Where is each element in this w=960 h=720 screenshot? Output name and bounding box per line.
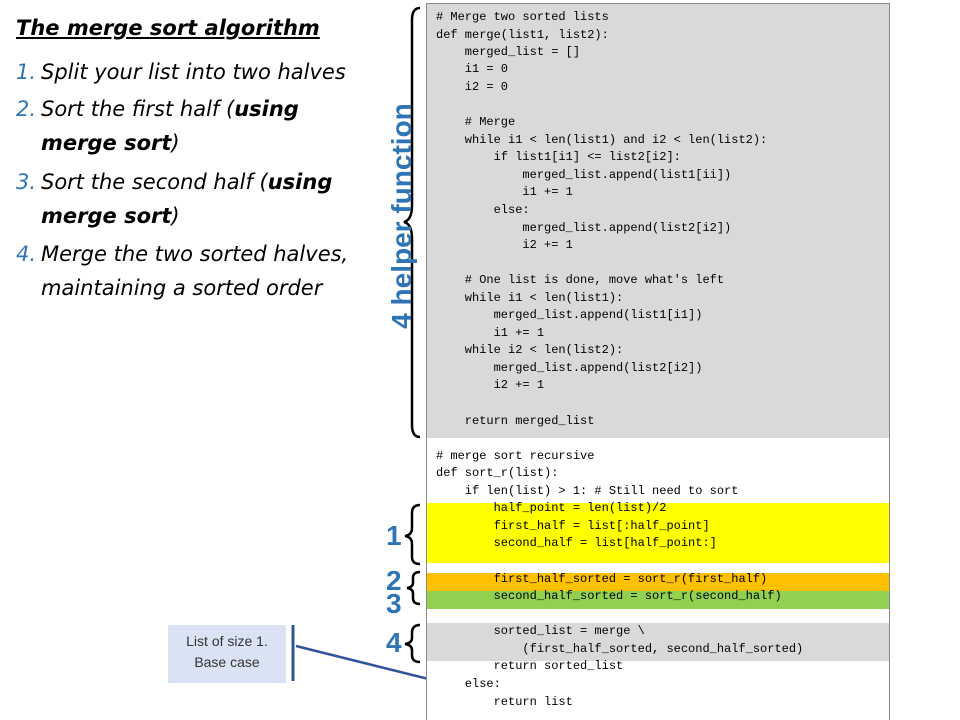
code-line: i1 = 0 (436, 62, 509, 76)
code-line: return list (436, 695, 573, 709)
code-line: while i2 < len(list2): (436, 343, 624, 357)
code-line: if list1[i1] <= list2[i2]: (436, 150, 681, 164)
code-line: while i1 < len(list1): (436, 291, 624, 305)
note-line: List of size 1. (186, 633, 268, 649)
step-text: Merge the two sorted halves, maintaining… (41, 237, 361, 305)
step-text-bold: using merge sort (41, 170, 333, 228)
step-text-part: Split your list into two halves (41, 60, 346, 84)
code-line: return merged_list (436, 414, 595, 428)
code-line: second_half = list[half_point:] (436, 536, 717, 550)
slide-title: The merge sort algorithm (16, 16, 320, 40)
code-line: def sort_r(list): (436, 466, 559, 480)
code-line: second_half_sorted = sort_r(second_half) (436, 589, 782, 603)
code-line: i2 += 1 (436, 238, 573, 252)
note-line: Base case (194, 654, 260, 670)
step-3: 3. Sort the second half (using merge sor… (16, 165, 361, 233)
step-text-part: ) (171, 131, 180, 155)
step-text-part: ) (171, 204, 180, 228)
step-number: 1. (16, 60, 37, 84)
helper-brace (403, 6, 421, 439)
base-case-note: List of size 1. Base case (168, 625, 286, 683)
step-number: 2. (16, 97, 37, 121)
code-line: def merge(list1, list2): (436, 28, 609, 42)
step-text: Sort the first half (using merge sort) (41, 92, 361, 160)
code-line: else: (436, 203, 530, 217)
code-line: i1 += 1 (436, 326, 545, 340)
brace-2 (406, 570, 421, 606)
code-line: half_point = len(list)/2 (436, 501, 667, 515)
helper-function-label: 4 helper function (386, 103, 417, 329)
step-text-part: Sort the first half ( (41, 97, 235, 121)
step-text: Sort the second half (using merge sort) (41, 165, 361, 233)
code-line: merged_list = [] (436, 45, 581, 59)
code-line: sorted_list = merge \ (436, 624, 645, 638)
step-text-bold: using merge sort (41, 97, 299, 155)
code-line: return sorted_list (436, 659, 624, 673)
code-line: else: (436, 677, 501, 691)
code-line: merged_list.append(list2[i2]) (436, 361, 703, 375)
marker-3: 3 (386, 588, 402, 619)
step-text-part: Sort the second half ( (41, 170, 268, 194)
code-line: if len(list) > 1: # Still need to sort (436, 484, 739, 498)
helper-code-bg (427, 4, 889, 438)
code-panel: # Merge two sorted lists def merge(list1,… (426, 3, 890, 720)
code-line: # Merge (436, 115, 516, 129)
code-line: # One list is done, move what's left (436, 273, 725, 287)
code-line: merged_list.append(list1[ii]) (436, 168, 732, 182)
step-4: 4. Merge the two sorted halves, maintain… (16, 237, 361, 305)
code-line: merged_list.append(list2[i2]) (436, 221, 732, 235)
step-2: 2. Sort the first half (using merge sort… (16, 92, 361, 160)
code-line: # Merge two sorted lists (436, 10, 609, 24)
step-text: Split your list into two halves (41, 55, 361, 89)
code-line: # merge sort recursive (436, 449, 595, 463)
step-number: 3. (16, 170, 37, 194)
code-line: merged_list.append(list1[i1]) (436, 308, 703, 322)
code-line: i1 += 1 (436, 185, 573, 199)
code-line: first_half_sorted = sort_r(first_half) (436, 572, 768, 586)
step-text-part: Merge the two sorted halves, maintaining… (41, 242, 349, 300)
merge-code-bg (427, 623, 889, 661)
second-half-code-bg (427, 591, 889, 609)
code-line: while i1 < len(list1) and i2 < len(list2… (436, 133, 768, 147)
marker-4: 4 (386, 627, 402, 658)
code-line: (first_half_sorted, second_half_sorted) (436, 642, 804, 656)
first-half-code-bg (427, 573, 889, 591)
marker-1: 1 (386, 520, 402, 551)
step-1: 1. Split your list into two halves (16, 55, 361, 89)
split-code-bg (427, 503, 889, 563)
code-line: i2 = 0 (436, 80, 509, 94)
code-line: first_half = list[:half_point] (436, 519, 710, 533)
brace-4 (404, 623, 421, 664)
marker-2: 2 (386, 565, 402, 596)
code-line: i2 += 1 (436, 378, 545, 392)
brace-1 (404, 503, 421, 566)
step-number: 4. (16, 242, 37, 266)
